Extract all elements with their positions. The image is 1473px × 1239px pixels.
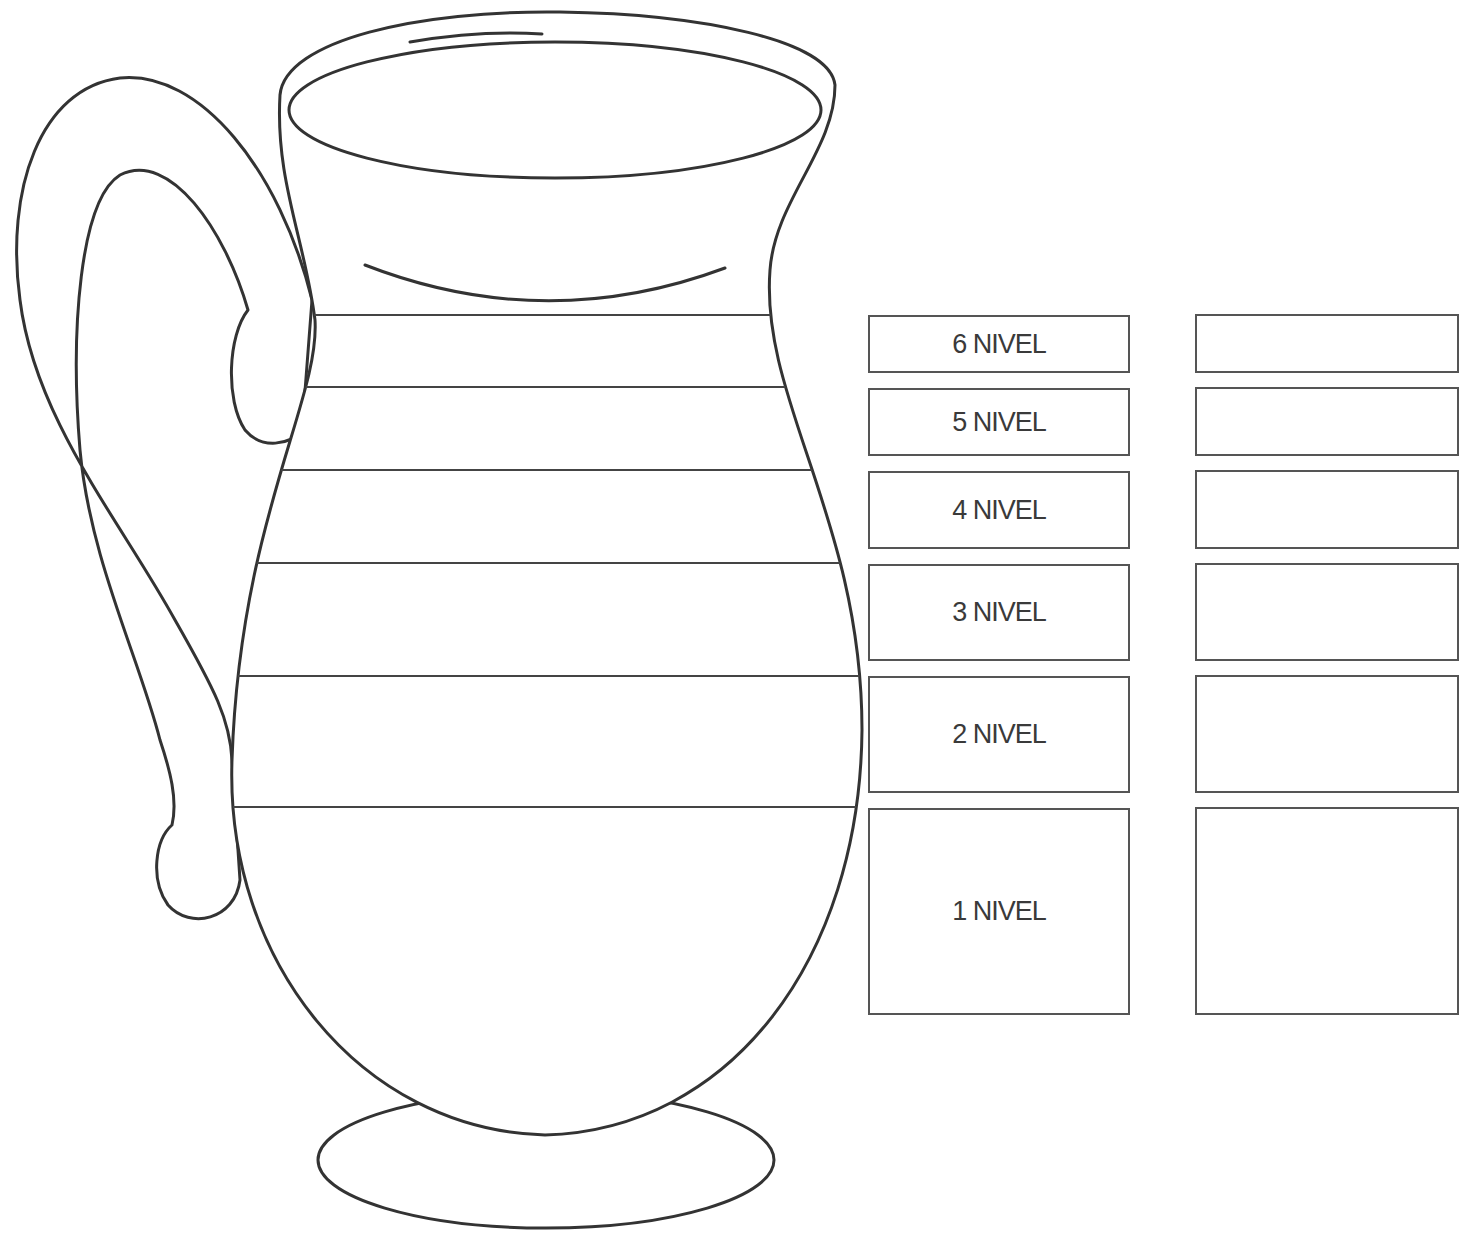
empty-box (1196, 808, 1458, 1014)
level-label: 1 NIVEL (952, 896, 1046, 927)
level-label: 4 NIVEL (952, 495, 1046, 526)
empty-box (1196, 388, 1458, 455)
level-line (200, 675, 900, 677)
level-line (200, 314, 900, 316)
rim-highlight (410, 33, 542, 42)
level-label: 3 NIVEL (952, 597, 1046, 628)
level-label: 6 NIVEL (952, 329, 1046, 360)
empty-box (1196, 676, 1458, 792)
empty-box (1196, 471, 1458, 548)
level-line (200, 469, 900, 471)
empty-box (1196, 315, 1458, 372)
neck-curve (365, 265, 725, 301)
level-box: 2 NIVEL (868, 676, 1130, 793)
jug-body (232, 12, 862, 1135)
level-box: 1 NIVEL (868, 808, 1130, 1015)
level-box: 6 NIVEL (868, 315, 1130, 373)
jug-rim (289, 42, 821, 178)
level-label: 5 NIVEL (952, 407, 1046, 438)
level-box: 5 NIVEL (868, 388, 1130, 456)
level-box: 3 NIVEL (868, 564, 1130, 661)
empty-box (1196, 564, 1458, 660)
level-line (200, 386, 900, 388)
level-line (200, 806, 900, 808)
level-label: 2 NIVEL (952, 719, 1046, 750)
level-box: 4 NIVEL (868, 471, 1130, 549)
level-line (200, 562, 900, 564)
